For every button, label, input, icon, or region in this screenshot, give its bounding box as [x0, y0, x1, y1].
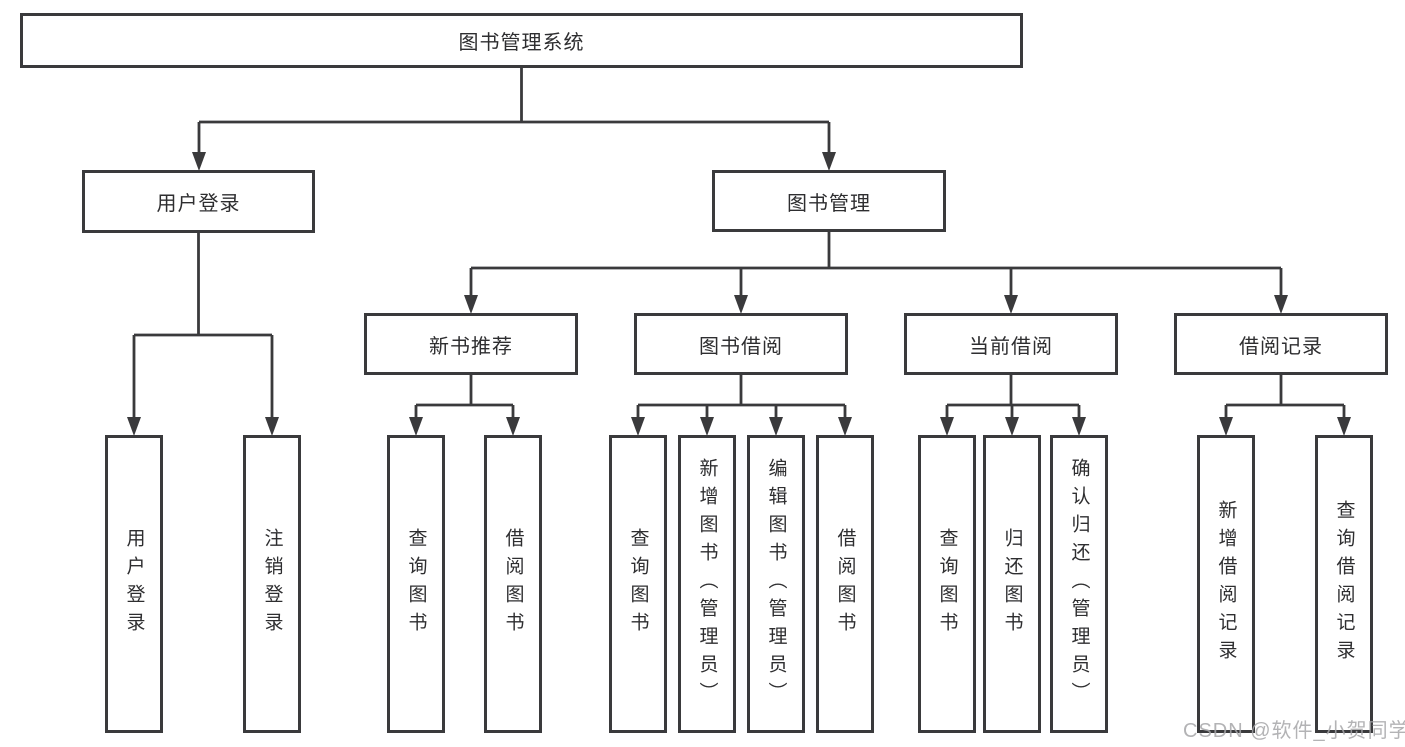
- node-leaf-borrow-books-2: 借阅图书: [816, 435, 874, 733]
- node-leaf-user-login: 用户登录: [105, 435, 163, 733]
- leaf-label: 归还图书: [1001, 528, 1023, 640]
- arrow-icon: [506, 417, 520, 436]
- connector-new-book-recommend: [414, 375, 515, 420]
- node-leaf-borrow-books-1: 借阅图书: [484, 435, 542, 733]
- node-leaf-add-borrow-record: 新增借阅记录: [1197, 435, 1255, 733]
- node-leaf-confirm-return-admin: 确认归还（管理员）: [1050, 435, 1108, 733]
- node-leaf-logout: 注销登录: [243, 435, 301, 733]
- arrow-icon: [1337, 417, 1351, 436]
- node-borrow-records: 借阅记录: [1174, 313, 1388, 375]
- arrow-icon: [127, 417, 141, 436]
- connector-borrow-records: [1224, 375, 1346, 420]
- arrow-icon: [769, 417, 783, 436]
- leaf-label: 查询图书: [936, 528, 958, 640]
- node-leaf-query-borrow-record: 查询借阅记录: [1315, 435, 1373, 733]
- node-book-borrow: 图书借阅: [634, 313, 848, 375]
- connector-book-borrow: [636, 375, 847, 420]
- arrow-icon: [734, 295, 748, 314]
- arrow-icon: [1004, 295, 1018, 314]
- node-leaf-query-books-1: 查询图书: [387, 435, 445, 733]
- arrow-icon: [940, 417, 954, 436]
- node-book-management: 图书管理: [712, 170, 946, 232]
- arrowheads: [127, 152, 1351, 436]
- leaf-label: 查询借阅记录: [1333, 500, 1355, 668]
- arrow-icon: [631, 417, 645, 436]
- arrow-icon: [265, 417, 279, 436]
- connector-book-management: [469, 232, 1283, 298]
- arrow-icon: [464, 295, 478, 314]
- leaf-label: 新增借阅记录: [1215, 500, 1237, 668]
- node-leaf-edit-books-admin: 编辑图书（管理员）: [747, 435, 805, 733]
- node-new-book-recommend: 新书推荐: [364, 313, 578, 375]
- leaf-label: 查询图书: [627, 528, 649, 640]
- arrow-icon: [1274, 295, 1288, 314]
- node-leaf-add-books-admin: 新增图书（管理员）: [678, 435, 736, 733]
- arrow-icon: [838, 417, 852, 436]
- leaf-label: 确认归还（管理员）: [1068, 458, 1090, 710]
- connector-user-login: [132, 233, 274, 420]
- node-leaf-query-books-3: 查询图书: [918, 435, 976, 733]
- arrow-icon: [1005, 417, 1019, 436]
- leaf-label: 查询图书: [405, 528, 427, 640]
- leaf-label: 注销登录: [261, 528, 283, 640]
- arrow-icon: [700, 417, 714, 436]
- watermark: CSDN @软件_小贺同学: [1183, 720, 1405, 742]
- node-library-management-system: 图书管理系统: [20, 13, 1023, 68]
- leaf-label: 新增图书（管理员）: [696, 458, 718, 710]
- leaf-label: 借阅图书: [502, 528, 524, 640]
- leaf-label: 借阅图书: [834, 528, 856, 640]
- arrow-icon: [822, 152, 836, 171]
- node-current-borrow: 当前借阅: [904, 313, 1118, 375]
- arrow-icon: [1072, 417, 1086, 436]
- arrow-icon: [409, 417, 423, 436]
- leaf-label: 编辑图书（管理员）: [765, 458, 787, 710]
- connector-current-borrow: [945, 375, 1081, 420]
- arrow-icon: [192, 152, 206, 171]
- arrow-icon: [1219, 417, 1233, 436]
- node-leaf-query-books-2: 查询图书: [609, 435, 667, 733]
- leaf-label: 用户登录: [123, 528, 145, 640]
- connector-root: [197, 68, 831, 155]
- node-user-login: 用户登录: [82, 170, 315, 233]
- node-leaf-return-books: 归还图书: [983, 435, 1041, 733]
